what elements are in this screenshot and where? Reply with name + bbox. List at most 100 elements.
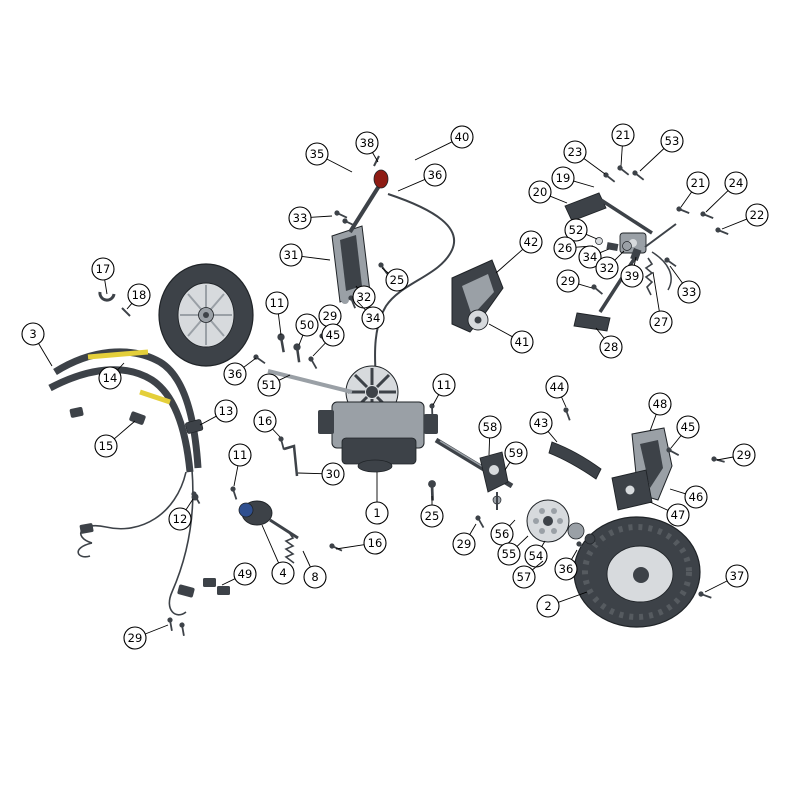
bolt-icon [589, 282, 605, 297]
leader-line [547, 431, 558, 443]
leader-line [297, 472, 323, 475]
transmission-port-left [318, 410, 334, 434]
callout-33: 33 [288, 206, 333, 230]
rear-wheel [573, 516, 701, 628]
callout-3: 3 [21, 322, 53, 367]
balloon-label: 8 [311, 570, 318, 584]
balloon-circle [303, 565, 327, 589]
balloon-circle [556, 269, 580, 293]
leader-line [585, 233, 598, 240]
cable-branch [80, 471, 187, 544]
balloon-circle [94, 434, 118, 458]
balloon-circle [91, 257, 115, 281]
lever-arm [348, 184, 381, 234]
balloon-circle [732, 443, 756, 467]
balloon-circle [432, 373, 456, 397]
leader-line [532, 560, 544, 571]
hub-holes [533, 508, 563, 534]
balloon-circle [288, 206, 312, 230]
leader-line [669, 488, 686, 495]
balloon-circle [223, 362, 247, 386]
lower-pedal-pad [573, 312, 611, 332]
balloon-circle [686, 171, 710, 195]
balloon-circle [361, 306, 385, 330]
leader-line [516, 535, 529, 547]
balloon-circle [724, 171, 748, 195]
balloon-label: 20 [533, 185, 548, 199]
balloon-label: 29 [457, 537, 472, 551]
leader-line [277, 313, 282, 336]
balloon-label: 13 [219, 404, 234, 418]
leader-line [509, 519, 516, 527]
actuator-spring [284, 530, 295, 564]
balloon-label: 11 [270, 296, 285, 310]
callout-31: 31 [279, 243, 331, 267]
leader-line [680, 191, 692, 208]
balloon-label: 36 [428, 168, 443, 182]
balloon-label: 21 [616, 128, 631, 142]
wheel-hub-cluster [526, 499, 613, 554]
leader-line [469, 523, 477, 535]
balloon-circle [452, 532, 476, 556]
leader-line [185, 498, 194, 511]
balloon-label: 57 [517, 570, 532, 584]
lift-actuator [238, 500, 299, 564]
callout-39: 39 [620, 256, 644, 288]
callout-22: 22 [721, 203, 769, 230]
callout-11: 11 [432, 373, 456, 406]
callout-29: 29 [123, 624, 169, 650]
leader-line [599, 248, 610, 254]
balloon-circle [265, 291, 289, 315]
callout-1: 1 [365, 472, 389, 525]
balloon-circle [385, 268, 409, 292]
leader-line [504, 461, 511, 471]
balloon-label: 58 [483, 420, 498, 434]
callout-18: 18 [126, 283, 151, 310]
support-arm [548, 441, 602, 480]
hub-center [543, 516, 553, 526]
balloon-label: 12 [173, 512, 188, 526]
callout-34: 34 [356, 300, 385, 330]
balloon-label: 53 [665, 134, 680, 148]
balloon-circle [321, 462, 345, 486]
balloon-circle [257, 373, 281, 397]
callout-57: 57 [512, 560, 544, 589]
cable-main [168, 469, 194, 616]
callout-32: 32 [352, 285, 376, 309]
caster-plate-face [462, 274, 494, 316]
bolt-icon [332, 208, 349, 221]
tube-connector [129, 411, 146, 425]
callout-24: 24 [705, 171, 748, 213]
bolt-icon [473, 513, 487, 530]
callout-4: 4 [261, 524, 295, 585]
balloon-circle [423, 163, 447, 187]
callout-53: 53 [639, 129, 684, 172]
callout-26: 26 [553, 236, 594, 260]
callout-29: 29 [556, 269, 593, 293]
speed-lever-assembly [331, 155, 455, 379]
balloon-label: 41 [515, 335, 530, 349]
lever-bracket-inner [340, 235, 362, 291]
callout-28: 28 [595, 327, 623, 359]
linkage-fittings [595, 237, 642, 262]
handle-clamp [98, 291, 116, 302]
callout-41: 41 [488, 323, 534, 354]
callout-12: 12 [168, 498, 194, 531]
callout-23: 23 [563, 140, 606, 175]
rear-support-brackets [548, 427, 673, 511]
callout-8: 8 [302, 550, 327, 589]
balloon-label: 11 [437, 378, 452, 392]
leader-line [381, 267, 389, 274]
balloon-label: 55 [502, 547, 517, 561]
leader-line [649, 501, 669, 511]
balloon-circle [228, 443, 252, 467]
bolt-icon [674, 204, 692, 217]
hub-spacer [567, 522, 585, 540]
leader-line [704, 580, 728, 593]
balloon-circle [512, 565, 536, 589]
leader-line [261, 524, 280, 564]
balloon-label: 4 [279, 566, 286, 580]
balloon-circle [536, 594, 560, 618]
